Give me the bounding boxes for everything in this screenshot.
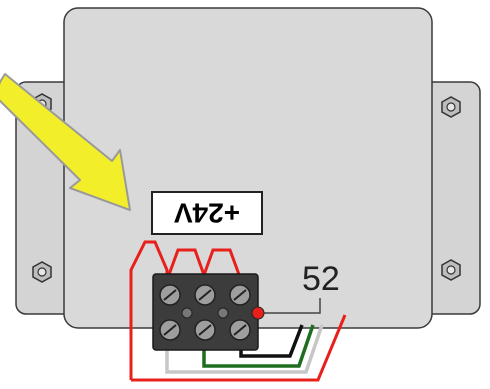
mounting-nut-icon — [441, 259, 461, 281]
wire-red-return — [131, 314, 347, 382]
pointer-arrow-icon — [0, 73, 131, 211]
screw-icon — [229, 319, 251, 341]
screw-icon — [229, 284, 251, 306]
terminal-block — [152, 273, 259, 351]
voltage-label: +24V — [174, 198, 240, 229]
screw-icon — [159, 284, 181, 306]
mounting-nut-icon — [441, 96, 461, 118]
terminal-pin-icon — [217, 307, 229, 319]
screw-icon — [194, 284, 216, 306]
screw-icon — [159, 319, 181, 341]
voltage-label-box: +24V — [151, 191, 263, 235]
terminal-callout: 52 — [251, 260, 340, 320]
right-mounting-flange — [419, 81, 481, 315]
terminal-pin-icon — [181, 307, 193, 319]
indicator-dot — [251, 306, 265, 320]
screw-icon — [194, 319, 216, 341]
wire-grey — [165, 324, 324, 374]
callout-leader-line — [258, 298, 321, 314]
wire-red-outer — [129, 240, 169, 380]
mounting-nut-icon — [32, 261, 52, 283]
terminal-number-label: 52 — [302, 260, 340, 298]
